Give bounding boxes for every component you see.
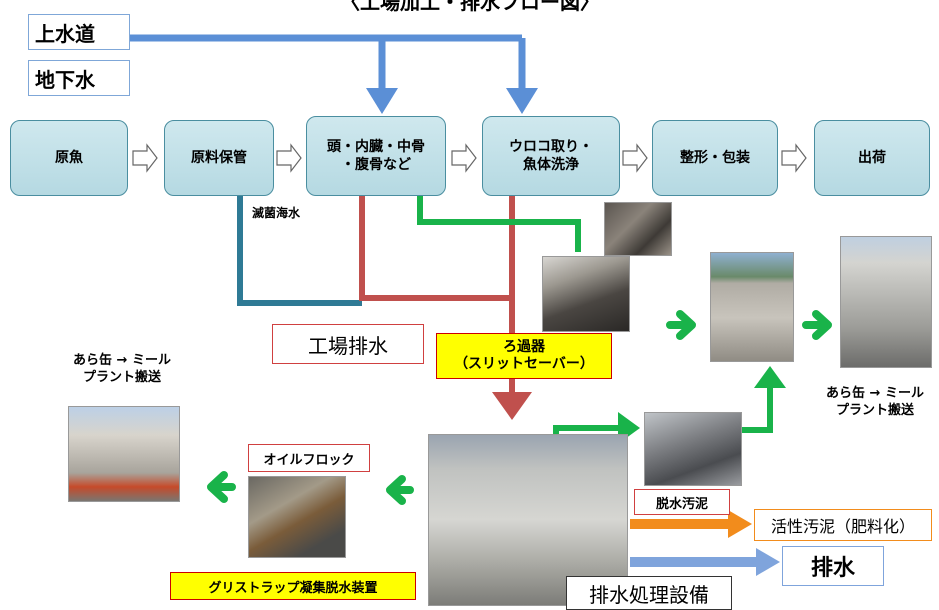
sludge-photo	[644, 412, 742, 486]
process-shipping-label: 出荷	[858, 149, 886, 166]
process-arrow-3	[451, 143, 477, 173]
green-arrow-up	[754, 366, 786, 388]
filter-label-line1: ろ過器	[503, 339, 545, 356]
green-arrow-left-1	[386, 475, 414, 505]
groundwater-source: 地下水	[28, 60, 130, 96]
truck-photo-right	[840, 236, 932, 368]
dewatered-sludge-label: 脱水汚泥	[634, 489, 730, 515]
green-arrow-left-2	[207, 471, 236, 503]
waste-line-1	[359, 194, 512, 301]
water-main-source: 上水道	[28, 14, 130, 50]
treatment-facility-label: 排水処理設備	[566, 576, 732, 610]
process-heads-line2: ・腹骨など	[341, 157, 411, 173]
waste-arrow-down	[492, 392, 532, 420]
process-shaping-label: 整形・包装	[680, 149, 750, 166]
left-transport-label: あら缶 → ミール プラント搬送	[42, 353, 202, 387]
process-scale-line2: 魚体洗浄	[523, 157, 579, 173]
sterilized-seawater-label: 滅菌海水	[252, 206, 301, 220]
discharge-label: 排水	[782, 546, 884, 586]
seawater-line	[237, 194, 362, 306]
left-transport-line2: プラント搬送	[82, 369, 161, 385]
diagram-title: 〈工場加工・排水フロー図〉	[340, 0, 600, 14]
process-arrow-2	[276, 143, 302, 173]
green-line-can-up	[742, 384, 773, 433]
process-shipping: 出荷	[814, 120, 930, 196]
activated-sludge-label: 活性汚泥（肥料化）	[754, 509, 932, 541]
process-shaping: 整形・包装	[652, 120, 778, 196]
fish-bin-photo	[604, 202, 672, 256]
water-supply-line	[130, 34, 526, 92]
filter-label-line2: （スリットセーバー）	[454, 356, 594, 372]
process-scale-line1: ウロコ取り・	[509, 138, 593, 155]
oil-floc-label: オイルフロック	[248, 444, 370, 472]
grease-trap-label: グリストラップ凝集脱水装置	[170, 572, 416, 600]
discharge-arrow-head	[756, 548, 780, 576]
process-arrow-1	[132, 143, 158, 173]
oil-floc-photo	[248, 476, 346, 558]
right-transport-label: あら缶 → ミール プラント搬送	[800, 386, 939, 420]
sludge-arrow-head	[728, 510, 752, 538]
process-arrows	[132, 143, 807, 173]
screen-filter-photo	[542, 256, 630, 332]
process-raw-fish-label: 原魚	[55, 149, 83, 166]
factory-wastewater-label: 工場排水	[272, 324, 424, 364]
green-arrow-can	[802, 310, 832, 340]
left-transport-line1: あら缶 → ミール	[73, 353, 171, 368]
water-arrow-2	[506, 88, 538, 114]
process-raw-storage-label: 原料保管	[191, 149, 247, 166]
process-arrow-4	[622, 143, 648, 173]
green-arrow-filter	[666, 310, 696, 340]
truck-photo-left	[68, 406, 180, 502]
process-scale-removal: ウロコ取り・ 魚体洗浄	[482, 116, 620, 196]
right-transport-line1: あら缶 → ミール	[826, 386, 924, 401]
solids-line	[417, 194, 581, 252]
process-heads-line1: 頭・内臓・中骨	[327, 138, 425, 155]
process-raw-storage: 原料保管	[164, 120, 274, 196]
process-raw-fish: 原魚	[10, 120, 128, 196]
water-arrow-1	[366, 88, 398, 114]
filter-label: ろ過器 （スリットセーバー）	[436, 333, 612, 379]
process-heads: 頭・内臓・中骨 ・腹骨など	[306, 116, 446, 196]
ara-can-photo	[710, 252, 794, 362]
process-arrow-5	[781, 143, 807, 173]
right-transport-line2: プラント搬送	[835, 402, 914, 418]
